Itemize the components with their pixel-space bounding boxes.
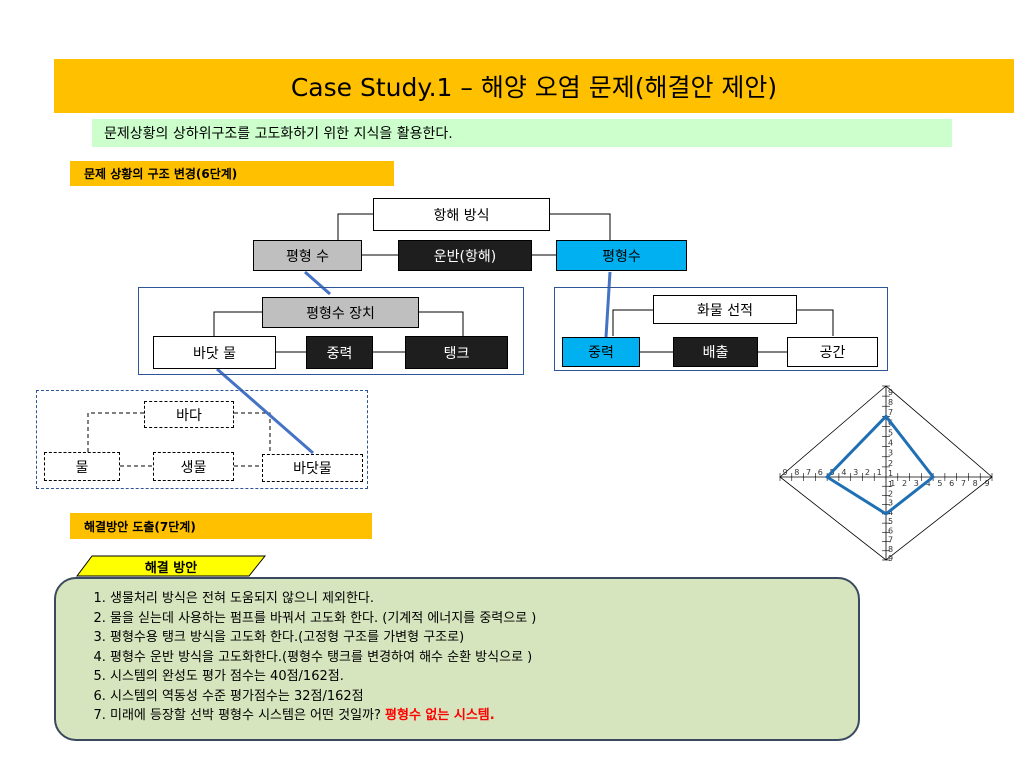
radar-tick-label: 3 — [914, 479, 919, 488]
node-organism: 생물 — [153, 452, 234, 481]
radar-tick-label: 9 — [984, 479, 989, 488]
solid-connectors — [213, 213, 834, 353]
solution-tab-label: 해결 방안 — [144, 560, 198, 576]
radar-ticks — [779, 385, 993, 561]
solution-item-1: 생물처리 방식은 전혀 도움되지 않으니 제외한다. — [110, 589, 840, 609]
radar-tick-label: 1 — [890, 479, 895, 488]
node-transport: 운반(항해) — [398, 240, 532, 271]
radar-tick-label: 4 — [926, 479, 931, 488]
radar-tick-label: 2 — [902, 479, 907, 488]
radar-tick-label: 4 — [888, 439, 893, 448]
radar-frame — [779, 385, 993, 561]
radar-tick-label: 7 — [888, 408, 893, 417]
solution-tab-shape — [76, 555, 266, 577]
node-ballast-device: 평형수 장치 — [262, 297, 419, 328]
radar-tick-label: 8 — [973, 479, 978, 488]
solution-item-4: 평형수 운반 방식을 고도화한다.(평형수 탱크를 변경하여 해수 순환 방식으… — [110, 648, 840, 668]
radar-tick-label: 8 — [888, 545, 893, 554]
section-label-structure: 문제 상황의 구조 변경(6단계) — [70, 161, 394, 186]
solution-item-2: 물을 싣는데 사용하는 펌프를 바꿔서 고도화 한다. (기계적 에너지를 중력… — [110, 609, 840, 629]
solution-list: 생물처리 방식은 전혀 도움되지 않으니 제외한다. 물을 싣는데 사용하는 펌… — [74, 589, 840, 726]
radar-tick-label: 7 — [806, 468, 811, 477]
node-gravity-right: 중력 — [562, 337, 640, 367]
node-ballast-water-blue: 평형수 — [556, 240, 687, 271]
radar-tick-label: 6 — [949, 479, 954, 488]
node-water: 물 — [44, 452, 120, 481]
group-box-dashed — [36, 390, 368, 489]
radar-tick-label: 5 — [937, 479, 942, 488]
node-cargo-loading: 화물 선적 — [653, 295, 797, 324]
node-discharge: 배출 — [673, 337, 758, 367]
node-tank: 탱크 — [405, 336, 508, 369]
radar-tick-label: 4 — [888, 508, 893, 517]
radar-tick-label: 7 — [888, 536, 893, 545]
radar-tick-label: 6 — [818, 468, 823, 477]
highlight-links — [216, 270, 612, 455]
dashed-connectors — [87, 412, 271, 467]
node-space: 공간 — [787, 337, 878, 367]
radar-tick-label: 9 — [888, 388, 893, 397]
radar-tick-label: 7 — [961, 479, 966, 488]
radar-tick-label: 3 — [888, 499, 893, 508]
solution-item-6: 시스템의 역동성 수준 평가점수는 32점/162점 — [110, 687, 840, 707]
solution-item-7: 미래에 등장할 선박 평형수 시스템은 어떤 것일까? 평형수 없는 시스템. — [110, 706, 840, 726]
node-seawater: 바닷 물 — [153, 336, 276, 369]
page-title: Case Study.1 – 해양 오염 문제(해결안 제안) — [54, 59, 1014, 113]
page-subtitle: 문제상황의 상하위구조를 고도화하기 위한 지식을 활용한다. — [92, 119, 952, 147]
radar-tick-label: 1 — [888, 480, 893, 489]
node-ballast-water: 평형 수 — [253, 240, 362, 271]
radar-tick-label: 3 — [853, 468, 858, 477]
section-label-solution: 해결방안 도출(7단계) — [70, 513, 372, 539]
solution-item-7-highlight: 평형수 없는 시스템. — [385, 708, 495, 723]
solution-item-7-text: 미래에 등장할 선박 평형수 시스템은 어떤 것일까? — [110, 708, 386, 723]
radar-tick-label: 1 — [877, 468, 882, 477]
solution-item-3: 평형수용 탱크 방식을 고도화 한다.(고정형 구조를 가변형 구조로) — [110, 628, 840, 648]
radar-tick-label: 9 — [888, 554, 893, 562]
radar-tick-label: 6 — [888, 526, 893, 535]
radar-tick-label: 2 — [888, 489, 893, 498]
solution-tab: 해결 방안 — [76, 555, 266, 577]
radar-tick-label: 8 — [888, 398, 893, 407]
radar-tick-label: 3 — [888, 449, 893, 458]
node-root: 항해 방식 — [373, 198, 550, 231]
radar-tick-label: 2 — [888, 459, 893, 468]
radar-shape — [824, 414, 936, 516]
radar-tick-label: 2 — [865, 468, 870, 477]
radar-tick-label: 1 — [888, 469, 893, 478]
radar-tick-label: 4 — [841, 468, 846, 477]
solution-item-5: 시스템의 완성도 평가 점수는 40점/162점. — [110, 667, 840, 687]
node-gravity-left: 중력 — [306, 336, 373, 369]
node-sea: 바다 — [144, 401, 234, 428]
radar-tick-label: 8 — [794, 468, 799, 477]
group-box-left — [138, 287, 524, 375]
node-seawater-dashed: 바닷물 — [262, 454, 363, 482]
radar-tick-label: 5 — [888, 428, 893, 437]
radar-tick-label: 9 — [782, 468, 787, 477]
solution-box: 생물처리 방식은 전혀 도움되지 않으니 제외한다. 물을 싣는데 사용하는 펌… — [54, 577, 860, 741]
group-box-right — [554, 287, 888, 371]
radar-tick-label: 5 — [888, 517, 893, 526]
